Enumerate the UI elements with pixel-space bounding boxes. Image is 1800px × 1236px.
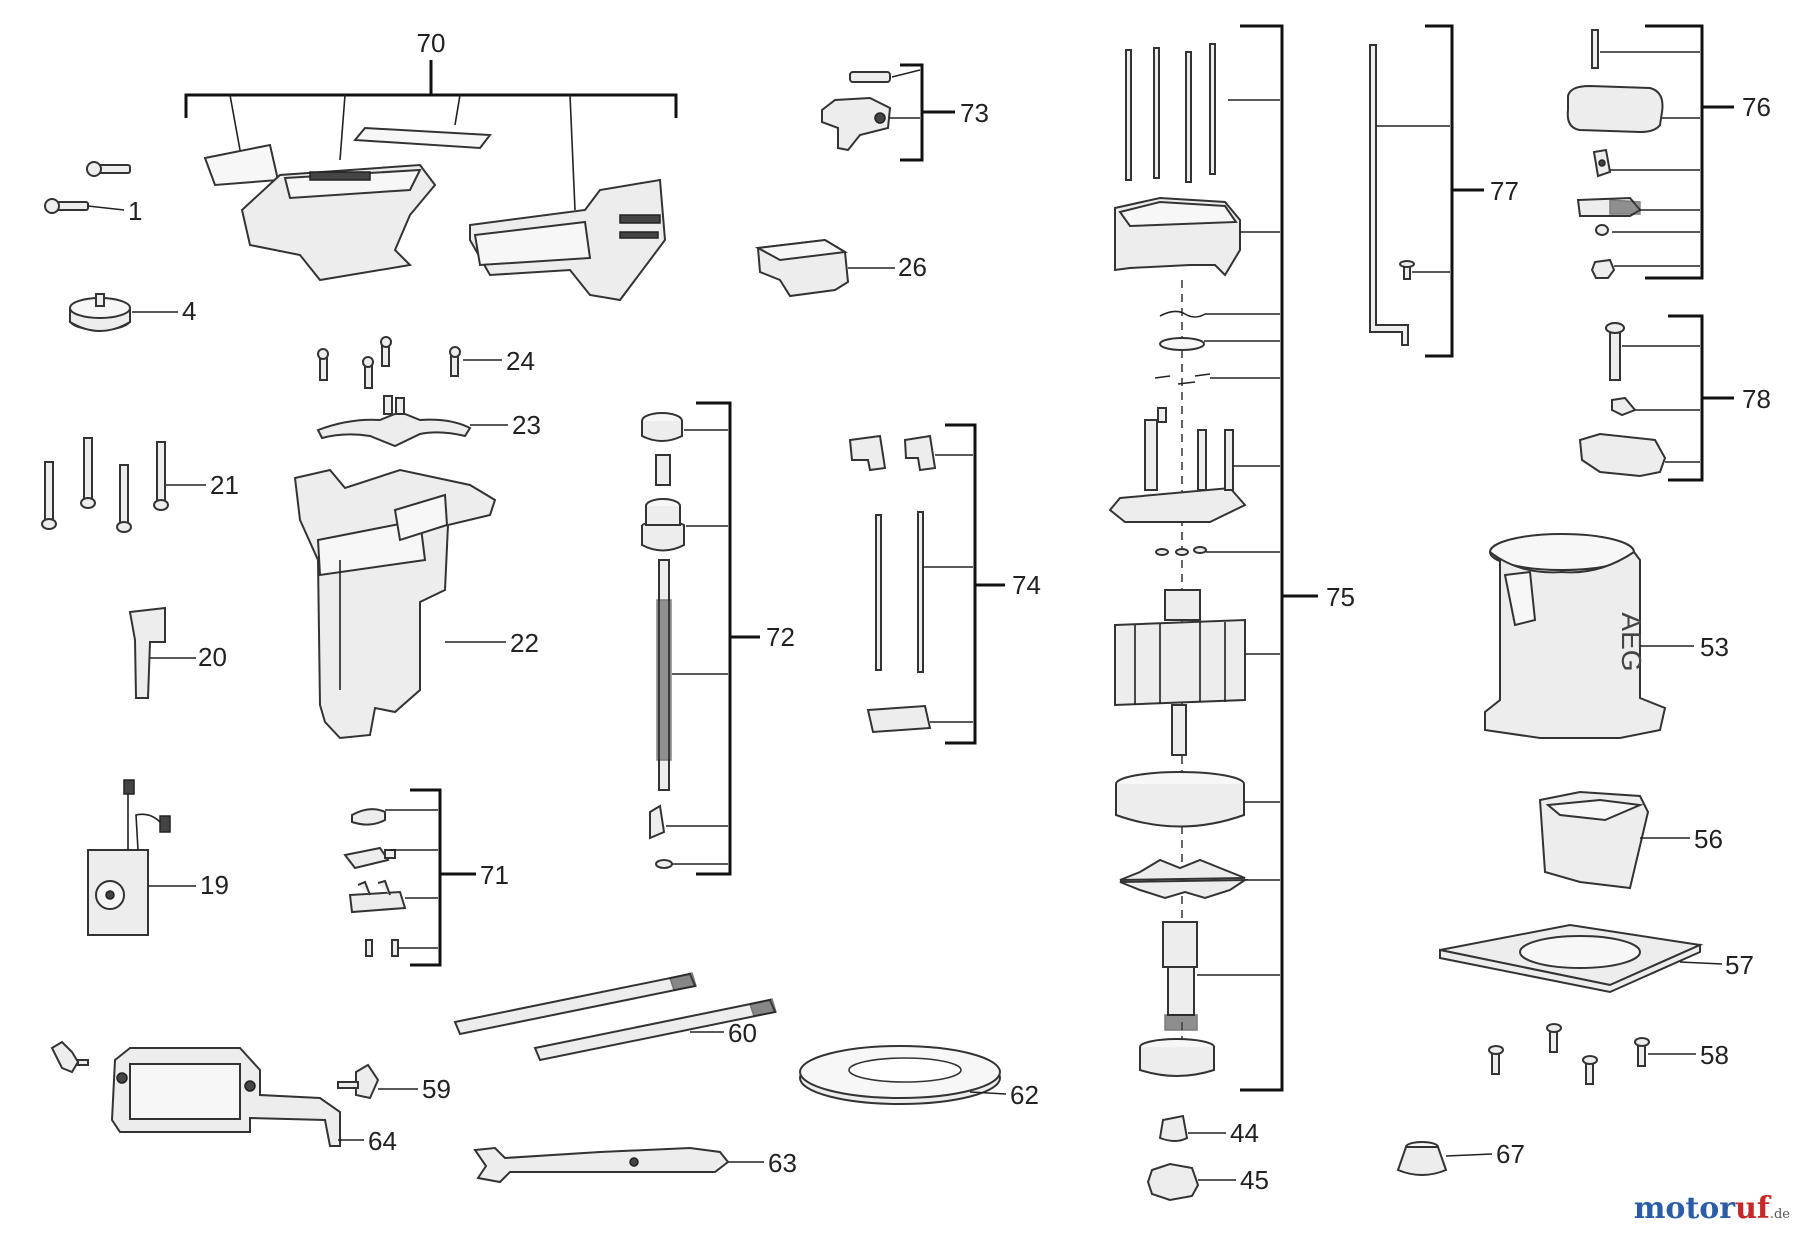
part-21-screws: 21 (41, 437, 239, 533)
part-26-button: 26 (754, 238, 927, 298)
brand-mark-aeg: AEG (1616, 612, 1647, 671)
label-78: 78 (1742, 384, 1771, 414)
label-53: 53 (1700, 632, 1729, 662)
label-70: 70 (417, 28, 446, 58)
label-75: 75 (1326, 582, 1355, 612)
label-56: 56 (1694, 824, 1723, 854)
part-60-guide-rods: 60 (453, 972, 777, 1062)
part-59-knob: 59 (337, 1063, 451, 1104)
part-group-71: 71 (343, 788, 509, 967)
label-45: 45 (1240, 1165, 1269, 1195)
label-24: 24 (506, 346, 535, 376)
label-22: 22 (510, 628, 539, 658)
label-sticker (352, 126, 492, 150)
part-group-72: 72 (641, 401, 795, 876)
label-67: 67 (1496, 1139, 1525, 1169)
label-20: 20 (198, 642, 227, 672)
part-56-dust-shield: 56 (1538, 790, 1723, 890)
label-44: 44 (1230, 1118, 1259, 1148)
label-77: 77 (1490, 176, 1519, 206)
label-72: 72 (766, 622, 795, 652)
label-64: 64 (368, 1126, 397, 1156)
part-group-76: 76 (1566, 24, 1771, 280)
part-64-guide: 64 (50, 1040, 397, 1156)
part-44-collet: 44 (1158, 1114, 1259, 1148)
label-57: 57 (1725, 950, 1754, 980)
label-71: 71 (480, 860, 509, 890)
part-group-77: 77 (1369, 24, 1519, 358)
part-23-plate: 23 (316, 395, 541, 448)
part-53-base: AEG 53 (1484, 533, 1729, 739)
part-62-ring: 62 (799, 1045, 1039, 1110)
label-4: 4 (182, 296, 196, 326)
part-group-74: 74 (848, 423, 1041, 745)
label-26: 26 (898, 252, 927, 282)
part-1-screws: 1 (44, 161, 142, 226)
part-22-motor-housing: 22 (293, 468, 539, 740)
part-19-switch: 19 (87, 779, 229, 936)
label-63: 63 (768, 1148, 797, 1178)
label-73: 73 (960, 98, 989, 128)
part-4-knob: 4 (69, 293, 196, 332)
label-76: 76 (1742, 92, 1771, 122)
part-45-nut: 45 (1146, 1162, 1269, 1202)
label-60: 60 (728, 1018, 757, 1048)
label-74: 74 (1012, 570, 1041, 600)
part-group-78: 78 (1578, 314, 1771, 482)
label-19: 19 (200, 870, 229, 900)
label-58: 58 (1700, 1040, 1729, 1070)
label-21: 21 (210, 470, 239, 500)
label-59: 59 (422, 1074, 451, 1104)
part-58-screws: 58 (1488, 1023, 1729, 1085)
part-group-75: 75 (1108, 24, 1355, 1092)
part-57-base-plate: 57 (1439, 923, 1754, 994)
label-23: 23 (512, 410, 541, 440)
part-63-wrench: 63 (473, 1146, 797, 1184)
part-group-70: 70 (184, 28, 678, 302)
label-62: 62 (1010, 1080, 1039, 1110)
bracket-70 (184, 93, 678, 118)
part-group-73: 73 (821, 63, 989, 162)
part-20-plate: 20 (128, 606, 227, 699)
label-plate (203, 143, 280, 187)
motoruf-logo: motoruf.de (1633, 1191, 1790, 1226)
part-67-cone: 67 (1396, 1139, 1525, 1176)
part-24-screws: 24 (317, 336, 535, 389)
label-1: 1 (128, 196, 142, 226)
